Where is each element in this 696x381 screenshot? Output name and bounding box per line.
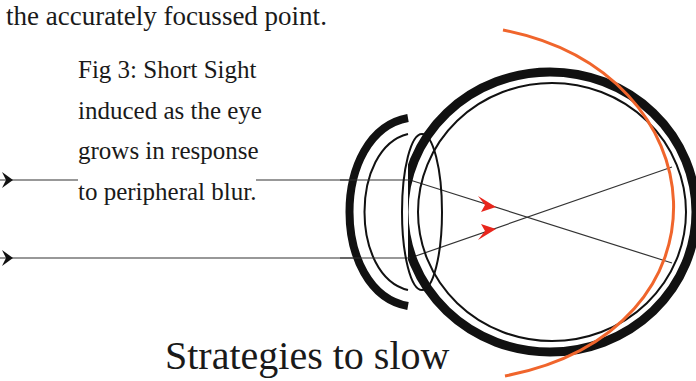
focus-arrowhead (478, 224, 496, 240)
label-box: Fig 3: Short Sight induced as the eye gr… (78, 50, 283, 212)
ray-arrowhead (2, 250, 13, 266)
figure-caption: Fig 3: Short Sight induced as the eye gr… (78, 56, 262, 205)
focal-surface-arc (503, 30, 674, 376)
text-label: the accurately focussed point. (6, 1, 327, 31)
ray-arrowhead (2, 172, 13, 188)
retina (418, 83, 686, 341)
lens (402, 134, 442, 290)
sclera (404, 72, 696, 352)
label-box: the accurately focussed point. (6, 0, 486, 34)
cornea (350, 118, 409, 306)
text-label: Strategies to slow (165, 333, 449, 378)
label-box: Strategies to slow (165, 336, 525, 376)
focus-arrowhead (478, 196, 496, 212)
